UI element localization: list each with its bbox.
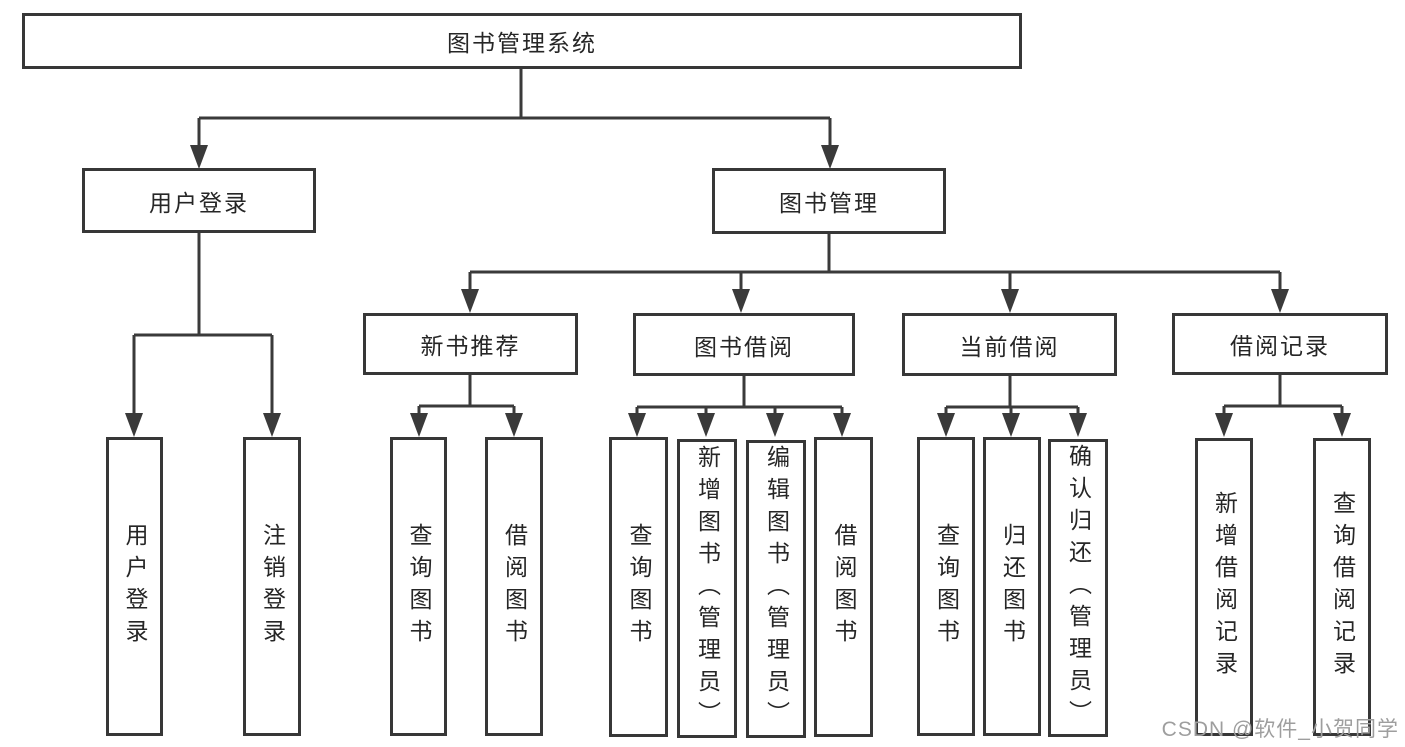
leaf-label: 新增图书（管理员）: [694, 444, 721, 733]
arrowhead-down: [732, 289, 750, 313]
leaf-label: 查询图书: [933, 522, 960, 651]
arrowhead-down: [937, 413, 955, 437]
arrowhead-down: [263, 413, 281, 437]
node-label: 图书借阅: [694, 333, 794, 360]
leaf-current-return-books: 归还图书: [983, 437, 1041, 736]
arrowhead-down: [833, 413, 851, 437]
arrowhead-down: [125, 413, 143, 437]
node-label: 图书管理系统: [447, 30, 597, 56]
leaf-label: 借阅图书: [831, 523, 857, 651]
node-user-login: 用户登录: [82, 168, 316, 233]
connector-root-to-level1: [190, 69, 839, 169]
node-label: 新书推荐: [420, 333, 521, 359]
leaf-borrow-add-books-admin: 新增图书（管理员）: [677, 439, 737, 738]
connector-book-management-to-level2: [461, 234, 1289, 313]
leaf-borrow-borrow-books: 借阅图书: [814, 437, 873, 737]
leaf-label: 查询图书: [626, 523, 652, 651]
leaf-record-query-borrow-record: 查询借阅记录: [1313, 438, 1371, 736]
node-borrowing-records: 借阅记录: [1172, 313, 1388, 375]
node-label: 用户登录: [149, 189, 249, 216]
node-library-management-system: 图书管理系统: [22, 13, 1022, 69]
connector-book-borrowing-to-leaves: [628, 376, 851, 437]
node-label: 图书管理: [779, 190, 879, 216]
node-book-management: 图书管理: [712, 168, 946, 234]
arrowhead-down: [1333, 413, 1351, 437]
leaf-label: 确认归还（管理员）: [1065, 444, 1092, 732]
arrowhead-down: [1002, 413, 1020, 437]
leaf-label: 查询借阅记录: [1329, 491, 1356, 683]
leaf-label: 归还图书: [999, 522, 1026, 651]
arrowhead-down: [505, 413, 523, 437]
leaf-borrow-query-books: 查询图书: [609, 437, 668, 737]
arrowhead-down: [461, 289, 479, 313]
node-label: 借阅记录: [1230, 333, 1330, 359]
connector-user-login-to-leaves: [125, 233, 281, 437]
leaf-label: 新增借阅记录: [1211, 491, 1238, 683]
csdn-watermark: CSDN @软件_小贺同学: [1161, 718, 1399, 741]
leaf-label: 用户登录: [122, 522, 148, 651]
arrowhead-down: [628, 413, 646, 437]
node-new-book-recommendation: 新书推荐: [363, 313, 578, 375]
node-label: 当前借阅: [959, 333, 1060, 360]
leaf-record-add-borrow-record: 新增借阅记录: [1195, 438, 1253, 736]
leaf-user-login: 用户登录: [106, 437, 163, 736]
arrowhead-down: [1001, 289, 1019, 313]
arrowhead-down: [1215, 413, 1233, 437]
connector-current-borrowing-to-leaves: [937, 376, 1087, 437]
connector-borrowing-records-to-leaves: [1215, 375, 1351, 437]
connector-new-book-recommendation-to-leaves: [410, 375, 523, 437]
leaf-label: 查询图书: [406, 522, 432, 651]
arrowhead-down: [697, 413, 715, 437]
node-current-borrowing: 当前借阅: [902, 313, 1117, 376]
leaf-borrow-edit-books-admin: 编辑图书（管理员）: [746, 440, 806, 738]
node-book-borrowing: 图书借阅: [633, 313, 855, 376]
leaf-label: 借阅图书: [501, 522, 528, 651]
leaf-current-confirm-return-admin: 确认归还（管理员）: [1048, 439, 1108, 737]
arrowhead-down: [821, 145, 839, 169]
arrowhead-down: [190, 145, 208, 169]
leaf-newbook-borrow-books: 借阅图书: [485, 437, 543, 736]
leaf-label: 注销登录: [259, 522, 286, 651]
leaf-logout: 注销登录: [243, 437, 301, 736]
arrowhead-down: [410, 413, 428, 437]
leaf-newbook-query-books: 查询图书: [390, 437, 447, 736]
leaf-label: 编辑图书（管理员）: [763, 445, 790, 733]
arrowhead-down: [1271, 289, 1289, 313]
leaf-current-query-books: 查询图书: [917, 437, 975, 736]
arrowhead-down: [1069, 413, 1087, 437]
arrowhead-down: [766, 413, 784, 437]
